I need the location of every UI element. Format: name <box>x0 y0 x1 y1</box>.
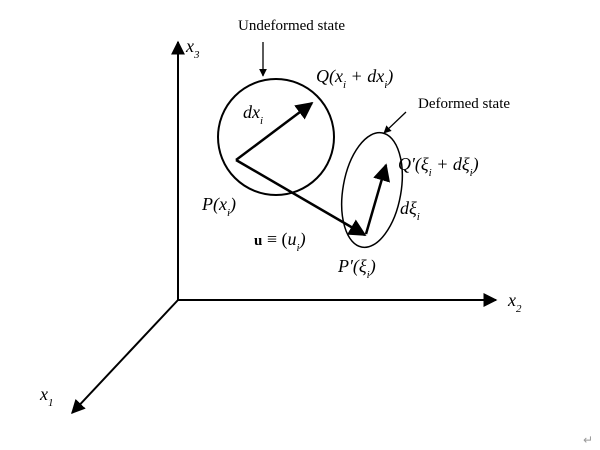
displacement-vector <box>235 158 367 237</box>
P-label: P(xi) <box>201 194 236 219</box>
Pprime-label: P′(ξi) <box>337 256 376 281</box>
deformed-ellipse <box>340 131 404 249</box>
deformed-pointer-arrow <box>383 111 407 134</box>
return-glyph: ↵ <box>583 433 593 447</box>
deformed-state-caption: Deformed state <box>418 96 510 112</box>
undeformed-circle <box>217 78 335 196</box>
dx-vector <box>235 101 314 161</box>
dxi-label: dξi <box>400 198 420 223</box>
Qprime-label: Q′(ξi + dξi) <box>398 154 479 179</box>
displacement-label: u ≡ (ui) <box>254 229 306 254</box>
axis-x1-label: x1 <box>39 384 54 409</box>
dxi-vector <box>364 163 391 235</box>
dx-label: dxi <box>243 102 263 127</box>
axis-x2-label: x2 <box>507 290 522 315</box>
Q-label: Q(xi + dxi) <box>316 66 393 91</box>
x1-axis <box>71 299 179 415</box>
axis-x3-label: x3 <box>185 36 200 61</box>
undeformed-state-caption: Undeformed state <box>238 18 345 34</box>
